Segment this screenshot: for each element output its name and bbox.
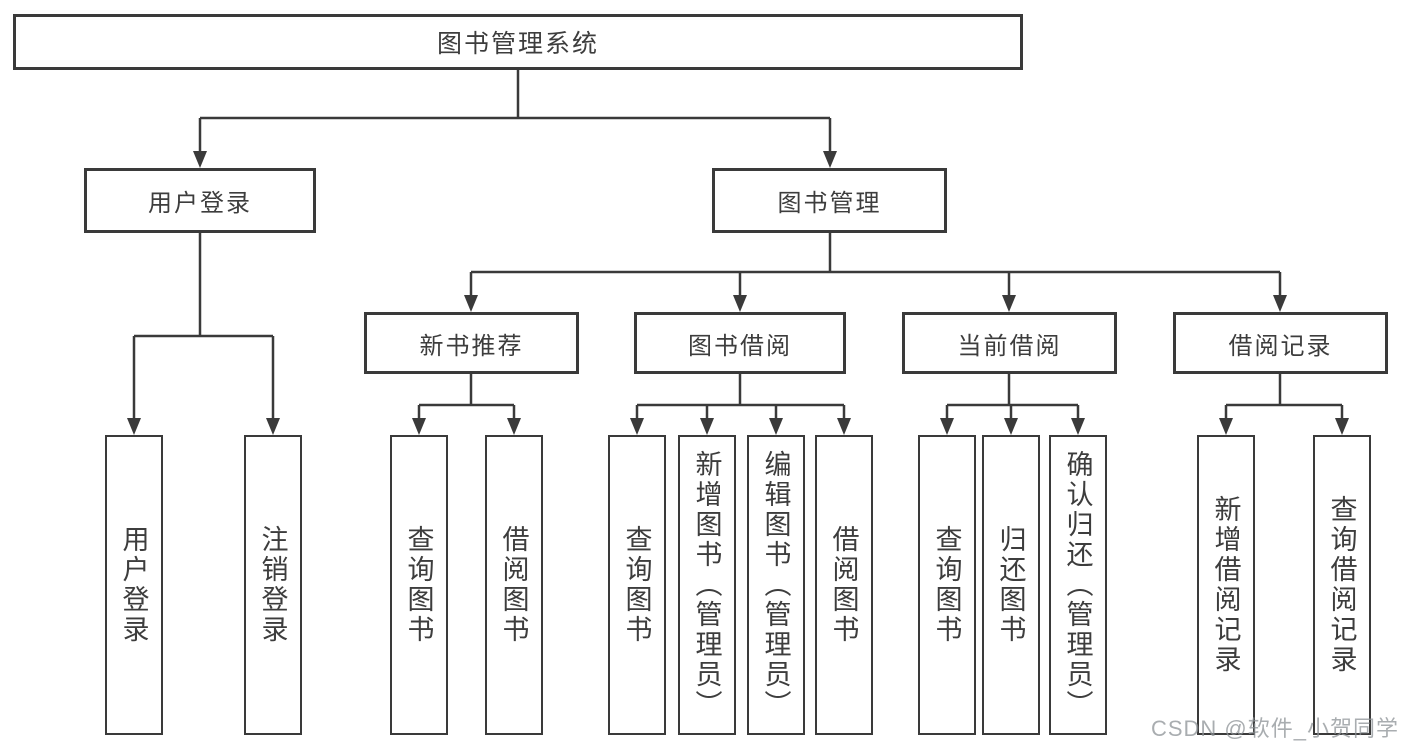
leaf-query-books-current: 查询图书 <box>918 435 976 735</box>
leaf-query-books-borrowing: 查询图书 <box>608 435 666 735</box>
leaf-borrow-books-recommend: 借阅图书 <box>485 435 543 735</box>
node-root: 图书管理系统 <box>13 14 1023 70</box>
node-current-borrowing: 当前借阅 <box>902 312 1117 374</box>
arrowheads <box>127 151 1349 435</box>
node-borrowing-records: 借阅记录 <box>1173 312 1388 374</box>
leaf-confirm-return-admin: 确认归还（管理员） <box>1049 435 1107 735</box>
leaf-logout: 注销登录 <box>244 435 302 735</box>
leaf-query-books-recommend: 查询图书 <box>390 435 448 735</box>
node-user-login: 用户登录 <box>84 168 316 233</box>
leaf-add-borrow-record: 新增借阅记录 <box>1197 435 1255 735</box>
leaf-add-books-admin: 新增图书（管理员） <box>678 435 736 735</box>
leaf-query-borrow-record: 查询借阅记录 <box>1313 435 1371 735</box>
leaf-user-login: 用户登录 <box>105 435 163 735</box>
leaf-edit-books-admin: 编辑图书（管理员） <box>747 435 805 735</box>
node-book-management: 图书管理 <box>712 168 947 233</box>
leaf-return-books: 归还图书 <box>982 435 1040 735</box>
node-new-book-recommend: 新书推荐 <box>364 312 579 374</box>
watermark: CSDN @软件_小贺同学 <box>1150 716 1399 741</box>
leaf-borrow-books-borrowing: 借阅图书 <box>815 435 873 735</box>
node-book-borrowing: 图书借阅 <box>634 312 846 374</box>
